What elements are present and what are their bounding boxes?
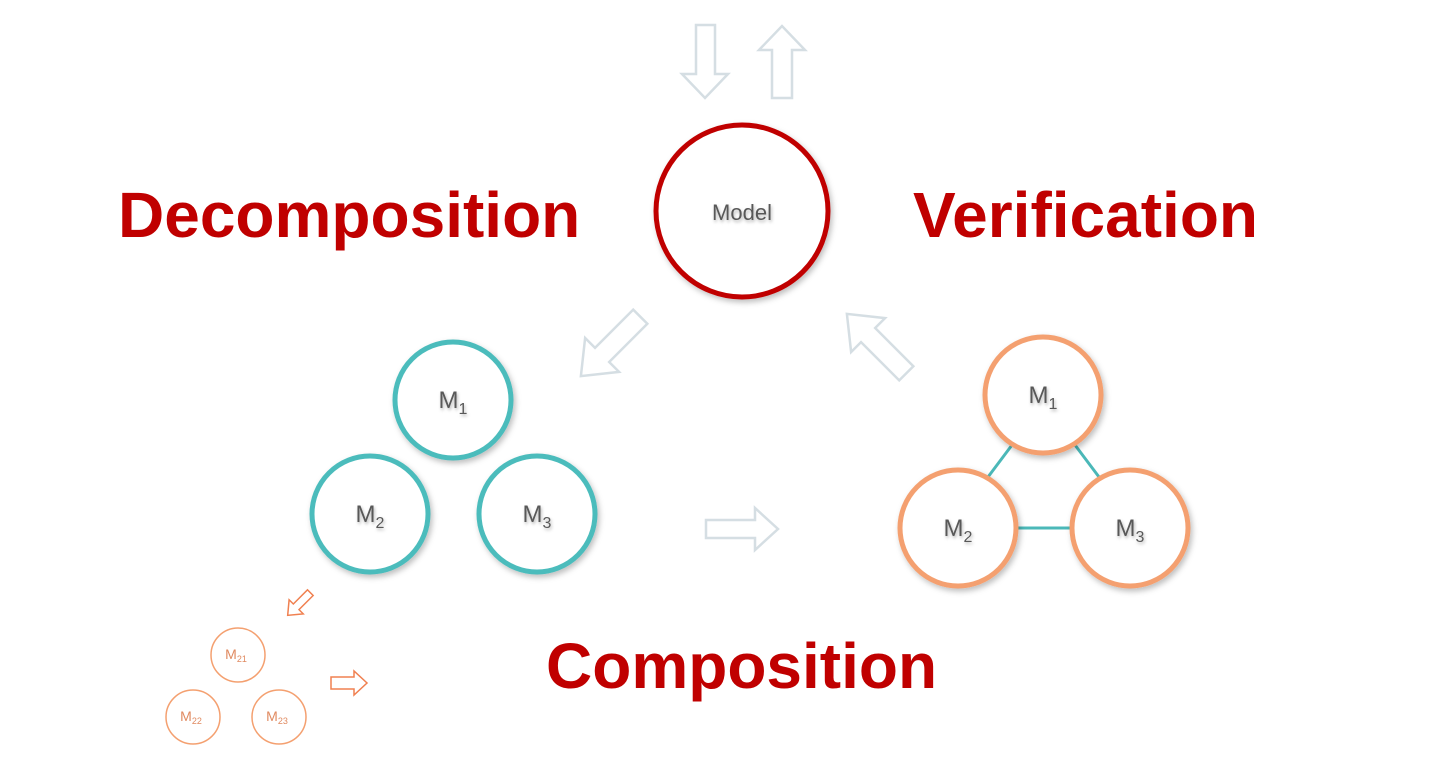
m21-node: M21 — [210, 627, 266, 683]
model-circle — [653, 122, 831, 300]
decomposed-m3-circle — [476, 453, 598, 575]
decomposed-m3-label: M3 — [523, 501, 552, 532]
m22-circle — [165, 689, 221, 745]
decomposed-m1-label: M1 — [439, 387, 468, 418]
m22-node: M22 — [165, 689, 221, 745]
composed-m3-circle — [1069, 467, 1191, 589]
decomposed-modules: M1 M2 M3 — [309, 339, 598, 575]
m23-node: M23 — [251, 689, 307, 745]
composed-m1-circle — [982, 334, 1104, 456]
sub-decomposed-modules: M21 M22 M23 — [165, 627, 307, 745]
composed-m1-label: M1 — [1029, 382, 1058, 413]
composed-m2-node: M2 — [897, 467, 1019, 589]
composed-m1-node: M1 — [982, 334, 1104, 456]
decomposed-m2-circle — [309, 453, 431, 575]
composition-label: Composition — [546, 630, 937, 702]
decomposed-m3-node: M3 — [476, 453, 598, 575]
composed-m3-node: M3 — [1069, 467, 1191, 589]
composed-m2-circle — [897, 467, 1019, 589]
model-node: Model — [653, 122, 831, 300]
right-arrow-icon — [704, 505, 780, 553]
down-arrow-icon — [679, 23, 731, 100]
down-left-arrow-icon — [579, 307, 650, 378]
decomposed-m2-node: M2 — [309, 453, 431, 575]
m21-label: M21 — [225, 646, 247, 664]
m23-circle — [251, 689, 307, 745]
decomposed-m2-label: M2 — [356, 501, 385, 532]
m22-label: M22 — [180, 708, 202, 726]
small-down-left-arrow-icon — [286, 588, 315, 617]
verify-arrow — [845, 312, 916, 383]
input-output-arrows — [679, 23, 808, 100]
composed-m3-label: M3 — [1116, 515, 1145, 546]
decomposed-m1-node: M1 — [392, 339, 514, 461]
composed-modules: M1 M2 M3 — [897, 334, 1191, 589]
up-arrow-icon — [756, 24, 808, 100]
model-label: Model — [712, 200, 772, 225]
up-left-arrow-icon — [845, 312, 916, 383]
composed-m2-label: M2 — [944, 515, 973, 546]
sub-decompose-arrow — [286, 588, 315, 617]
m21-circle — [210, 627, 266, 683]
verification-label: Verification — [913, 179, 1258, 251]
decomposition-label: Decomposition — [118, 179, 580, 251]
m23-label: M23 — [266, 708, 288, 726]
small-right-arrow-icon — [330, 669, 369, 697]
decomposed-m1-circle — [392, 339, 514, 461]
decompose-arrow — [579, 307, 650, 378]
